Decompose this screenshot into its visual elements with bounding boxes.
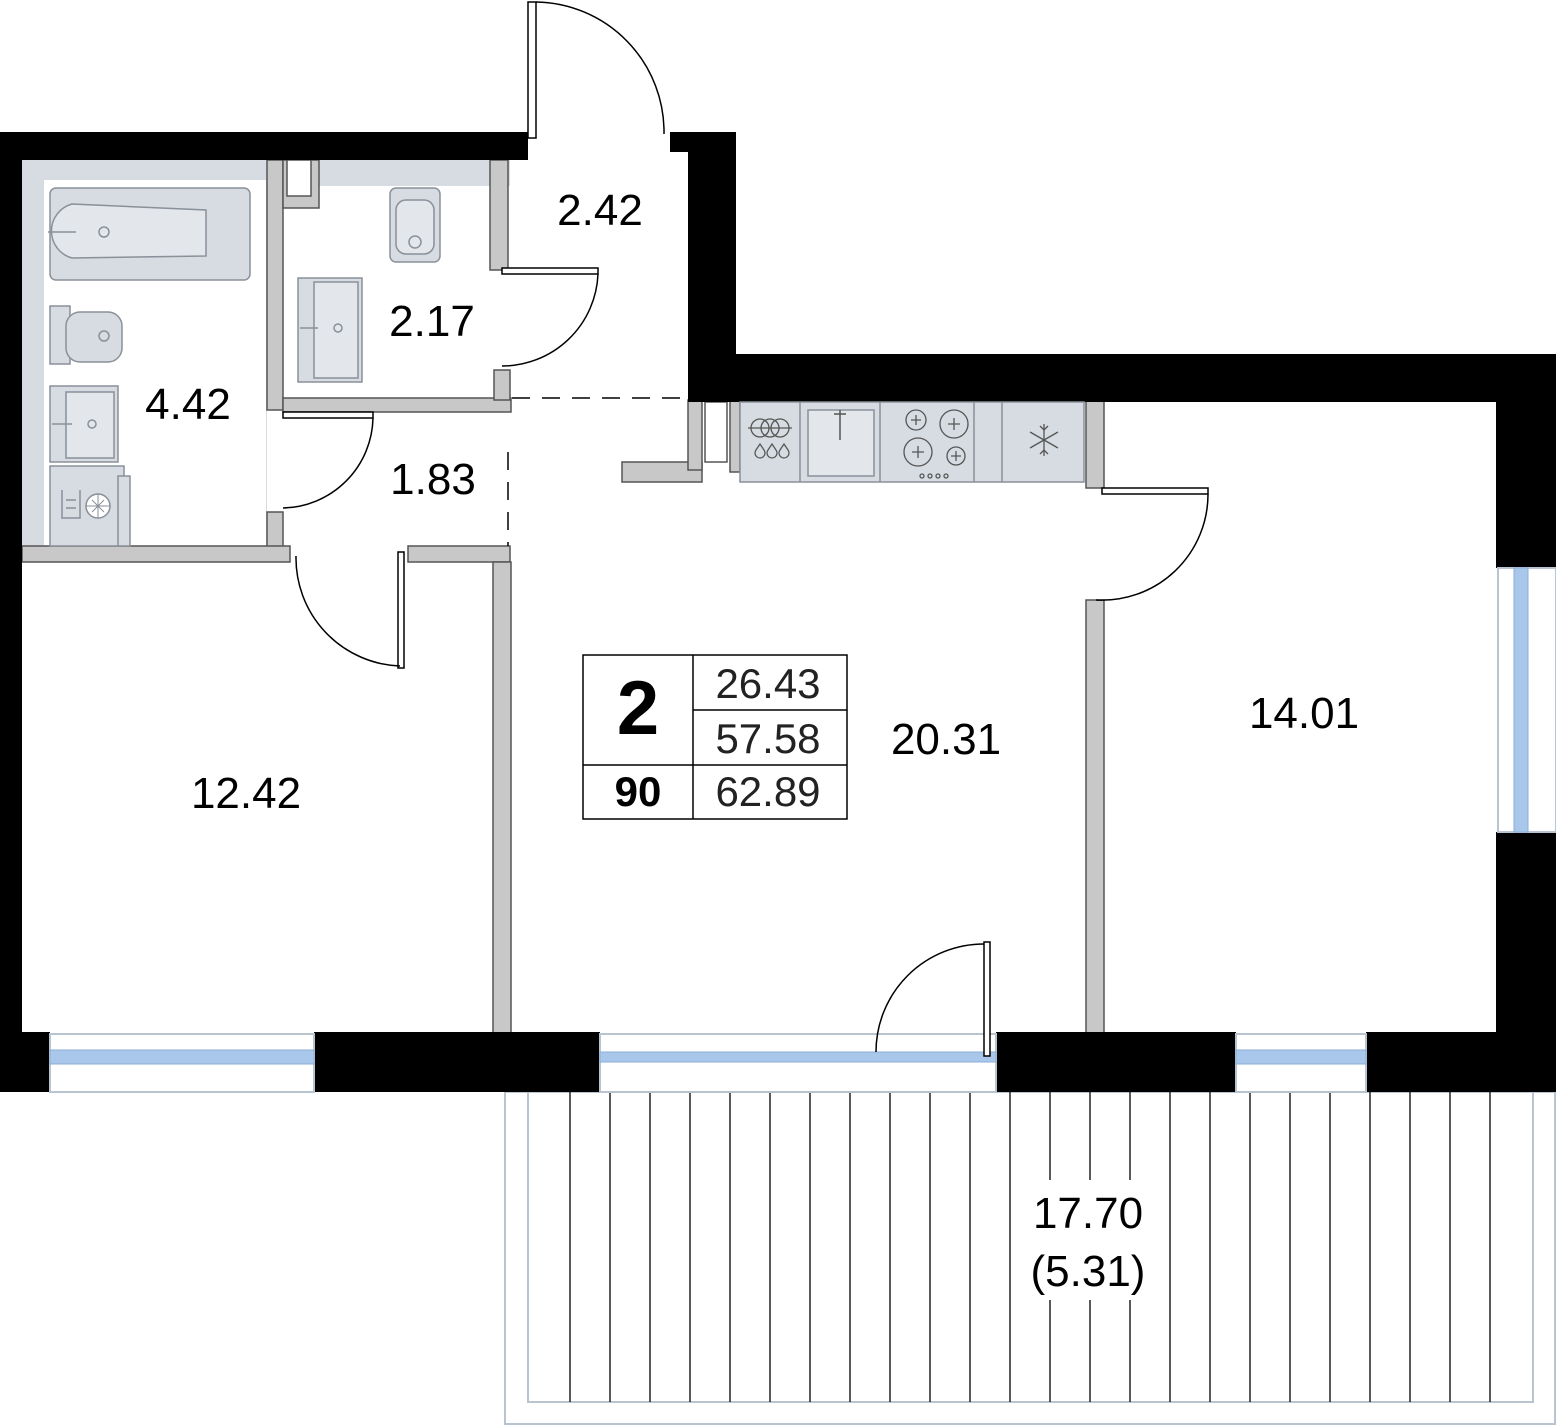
doors <box>282 1 1209 1057</box>
dishwasher-icon <box>748 418 792 459</box>
toilet-room-sink-icon <box>297 277 363 383</box>
windows <box>49 567 1556 1093</box>
info-rooms-count: 2 <box>617 666 659 751</box>
info-total-area: 62.89 <box>715 768 820 815</box>
fridge-icon <box>1029 424 1059 456</box>
info-apartment-number: 90 <box>615 768 662 815</box>
bidet-icon <box>49 305 123 365</box>
room-area-bedroom-left: 12.42 <box>191 769 301 818</box>
kitchen-counter <box>739 401 1085 483</box>
stove-icon <box>903 409 969 479</box>
info-table: 2 90 26.43 57.58 62.89 <box>582 654 848 820</box>
toilet-icon <box>389 187 441 263</box>
info-area-no-balcony: 57.58 <box>715 715 820 762</box>
room-area-living-kitchen: 20.31 <box>891 715 1001 764</box>
partitions <box>21 159 1105 1035</box>
bathtub-icon <box>48 187 251 281</box>
zone-separators <box>507 397 688 546</box>
room-area-bathroom: 4.42 <box>145 380 231 429</box>
info-living-area: 26.43 <box>715 660 820 707</box>
room-area-hall: 1.83 <box>390 455 476 504</box>
sink-icon <box>49 385 119 463</box>
balcony-area-reduced: (5.31) <box>1031 1247 1146 1296</box>
balcony-area: 17.70 <box>1033 1189 1143 1238</box>
room-area-toilet: 2.17 <box>389 297 475 346</box>
exterior-walls <box>0 132 1556 1092</box>
room-area-bedroom-right: 14.01 <box>1249 689 1359 738</box>
washing-machine-icon <box>49 465 131 547</box>
kitchen-sink-icon <box>807 409 875 477</box>
room-area-vestibule: 2.42 <box>557 186 643 235</box>
